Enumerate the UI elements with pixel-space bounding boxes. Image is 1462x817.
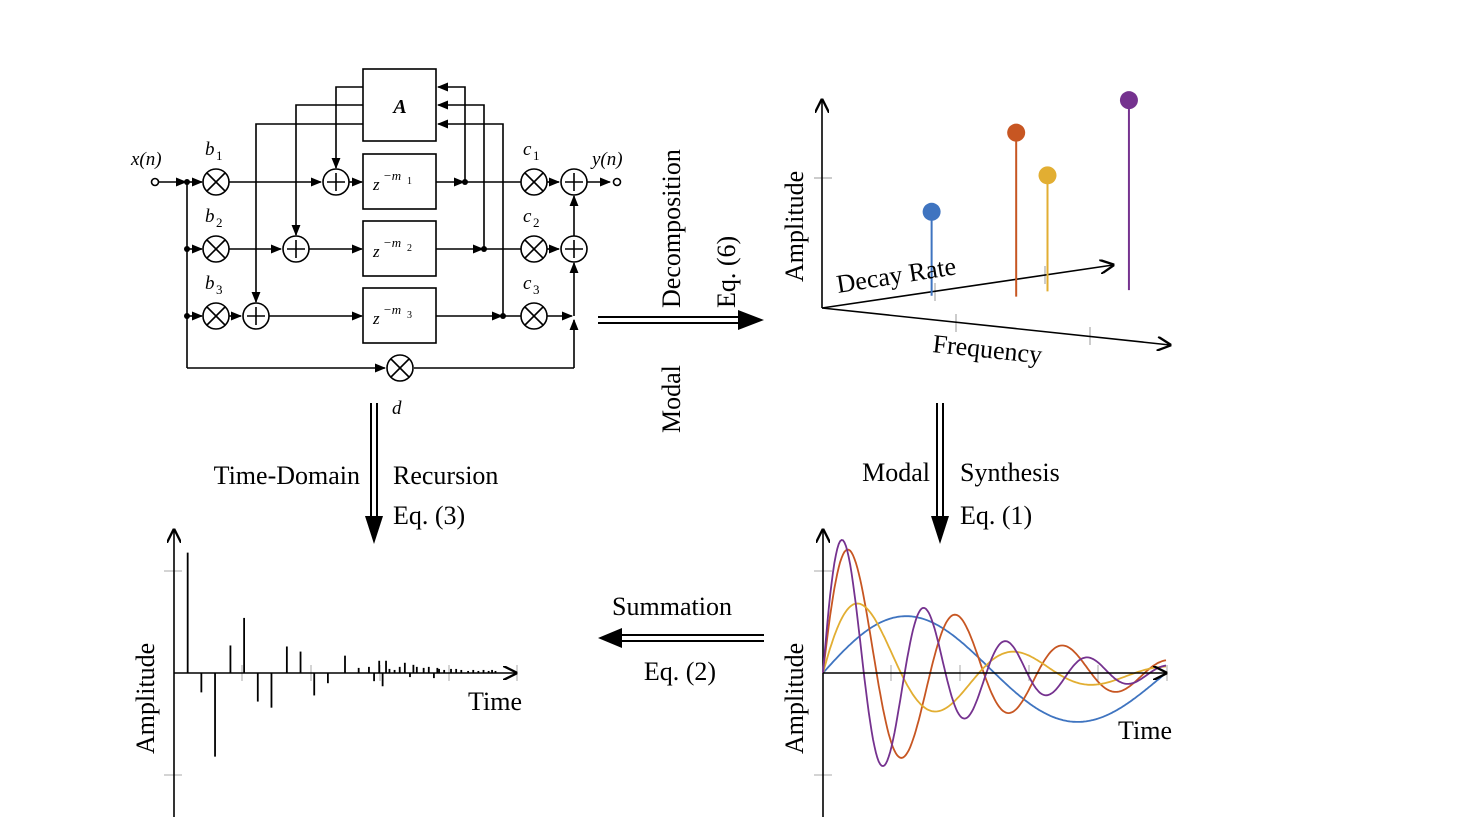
- stem3d-amplitude-label: Amplitude: [780, 171, 809, 282]
- svg-text:b: b: [205, 139, 215, 160]
- impulse-x-label: Time: [468, 687, 522, 716]
- summation-arrow: Summation Eq. (2): [598, 592, 764, 686]
- synthesis-arrow: Modal Synthesis Eq. (1): [862, 403, 1060, 544]
- recursion-label-left: Time-Domain: [214, 461, 360, 490]
- gain-c2: [520, 235, 548, 263]
- modes-y-label: Amplitude: [780, 643, 809, 754]
- input-label: x(n): [130, 149, 162, 170]
- delay-label-3: z−m 3: [372, 302, 412, 328]
- svg-text:−m: −m: [383, 235, 401, 250]
- recursion-label-right: Recursion: [393, 461, 498, 490]
- adder-2: [282, 235, 310, 263]
- svg-text:−m: −m: [383, 168, 401, 183]
- output-adder-2: [560, 235, 588, 263]
- svg-text:c: c: [523, 139, 532, 160]
- delay-label-2: z−m 2: [372, 235, 412, 261]
- fdn-block-diagram: [150, 68, 622, 382]
- gain-c1: [520, 168, 548, 196]
- output-terminal: [612, 177, 622, 187]
- gain-b3: [202, 302, 230, 330]
- gain-d: [386, 354, 414, 382]
- decomposition-label-eq: Eq. (6): [712, 236, 741, 308]
- svg-text:3: 3: [216, 282, 223, 297]
- input-terminal: [150, 177, 160, 187]
- synthesis-label-eq: Eq. (1): [960, 501, 1032, 530]
- direct-gain-label: d: [392, 398, 402, 419]
- svg-text:c: c: [523, 206, 532, 227]
- recursion-arrow: Time-Domain Recursion Eq. (3): [214, 403, 498, 544]
- svg-text:z: z: [372, 242, 380, 261]
- svg-text:b: b: [205, 273, 215, 294]
- stem-marker-mode-3: [1038, 166, 1057, 185]
- svg-text:2: 2: [216, 215, 223, 230]
- gain-b1: [202, 168, 230, 196]
- adder-3: [242, 302, 270, 330]
- svg-text:1: 1: [216, 148, 223, 163]
- mode-curve-mode-4: [822, 539, 1167, 768]
- matrix-label: A: [391, 96, 406, 118]
- synthesis-label-left: Modal: [862, 458, 930, 487]
- stem-marker-mode-4: [1119, 91, 1138, 110]
- stem-marker-mode-2: [1007, 123, 1026, 142]
- svg-text:z: z: [372, 175, 380, 194]
- synthesis-label-right: Synthesis: [960, 458, 1060, 487]
- stem3d-decay-label: Decay Rate: [834, 251, 958, 299]
- modes-x-label: Time: [1118, 716, 1172, 745]
- output-adder-1: [560, 168, 588, 196]
- svg-text:3: 3: [533, 282, 540, 297]
- svg-text:c: c: [523, 273, 532, 294]
- impulse-response-chart: Amplitude Time: [131, 530, 522, 817]
- svg-text:z: z: [372, 309, 380, 328]
- decomposition-label-modal: Modal: [657, 365, 686, 433]
- svg-text:2: 2: [533, 215, 540, 230]
- impulse-y-label: Amplitude: [131, 643, 160, 754]
- gain-c3: [520, 302, 548, 330]
- decomposition-label-title: Decomposition: [657, 149, 686, 308]
- svg-text:−m: −m: [383, 302, 401, 317]
- stem3d-frequency-axis: [821, 307, 1170, 345]
- stem3d-decay-axis: [821, 265, 1113, 309]
- adder-1: [322, 168, 350, 196]
- mode-curve-mode-2: [822, 548, 1167, 759]
- gain-b2: [202, 235, 230, 263]
- svg-text:3: 3: [407, 310, 412, 321]
- modal-responses-chart: Amplitude Time: [780, 530, 1172, 817]
- decomposition-arrow: Modal Decomposition Eq. (6): [598, 149, 764, 433]
- svg-text:2: 2: [407, 243, 412, 254]
- svg-text:b: b: [205, 206, 215, 227]
- mode-curve-mode-3: [822, 602, 1167, 713]
- svg-text:1: 1: [533, 148, 540, 163]
- modal-stem-chart: Amplitude Decay Rate Frequency: [780, 91, 1170, 369]
- mode-curve-mode-1: [822, 615, 1167, 723]
- summation-label: Summation: [612, 592, 732, 621]
- recursion-label-eq: Eq. (3): [393, 501, 465, 530]
- output-label: y(n): [590, 149, 623, 170]
- svg-text:1: 1: [407, 176, 412, 187]
- delay-label-1: z−m 1: [372, 168, 412, 194]
- stem3d-frequency-label: Frequency: [931, 329, 1043, 369]
- stem-marker-mode-1: [922, 202, 941, 221]
- summation-label-eq: Eq. (2): [644, 657, 716, 686]
